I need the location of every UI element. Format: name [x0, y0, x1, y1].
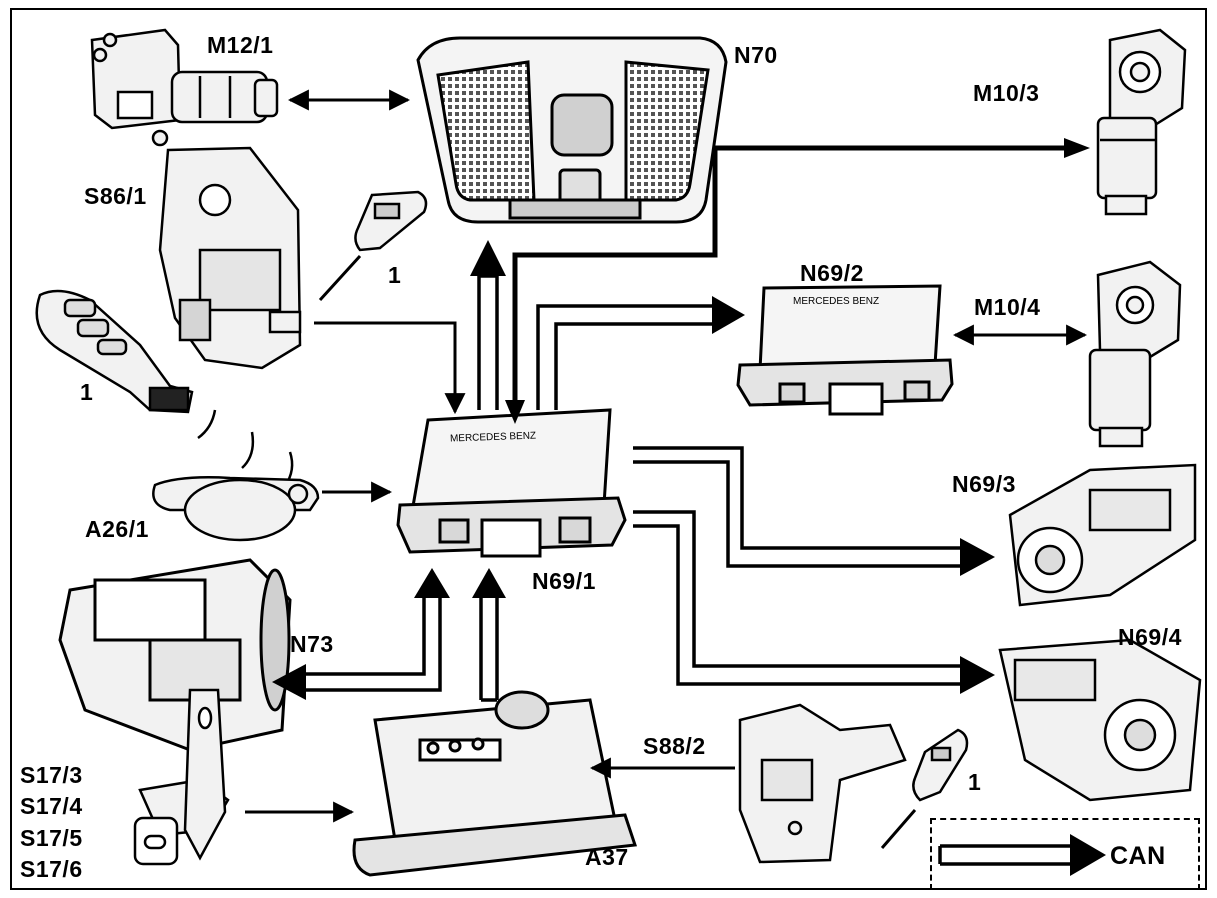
label-n69-3: N69/3 [952, 471, 1016, 497]
a26-1-door-handle-drawing [152, 476, 320, 542]
can-arrow-n69-1-n70 [477, 274, 499, 410]
label-n69-2: N69/2 [800, 260, 864, 286]
can-arrow-a37-n69-1 [479, 598, 499, 702]
arrow-s86-1-n69-1 [314, 321, 466, 415]
n70-overhead-panel-drawing [416, 36, 728, 224]
legend-can-label: CAN [1110, 842, 1166, 870]
label-a37: A37 [585, 844, 629, 870]
line-n69-1-m10-3 [505, 138, 1090, 424]
thin-arrows [245, 89, 1088, 823]
label-a26-1: A26/1 [85, 516, 149, 542]
label-n73: N73 [290, 631, 334, 657]
label-s88-2: S88/2 [643, 733, 706, 759]
label-key-left: 1 [80, 379, 94, 405]
label-s17-3: S17/3 [20, 762, 83, 788]
n73-ignition-switch-drawing [58, 558, 292, 752]
key-fob-left-drawing [35, 289, 194, 414]
label-m10-4: M10/4 [974, 294, 1041, 320]
key-top-drawing [318, 190, 428, 302]
m10-3-motor-drawing [1096, 28, 1187, 216]
label-m10-3: M10/3 [973, 80, 1040, 106]
m10-4-motor-drawing [1088, 260, 1182, 448]
diagram-frame [10, 8, 1207, 890]
can-arrow-n73-n69-1 [306, 598, 442, 692]
n69-4-motor-drawing [998, 638, 1202, 802]
label-key-right: 1 [968, 769, 982, 795]
can-arrow-n69-1-n69-2 [536, 304, 712, 410]
n69-1-ecu-drawing [396, 408, 627, 558]
s17-door-switch-drawing [133, 688, 230, 866]
label-s86-1: S86/1 [84, 183, 147, 209]
label-s17-6: S17/6 [20, 856, 83, 882]
s88-2-lock-drawing [738, 703, 907, 864]
radio-waves-drawing [197, 409, 294, 487]
label-key-top: 1 [388, 262, 402, 288]
key-right-drawing [880, 728, 969, 849]
a37-pump-drawing [352, 690, 638, 877]
m12-1-actuator-drawing [90, 28, 279, 147]
n69-2-brand-text: MERCEDES BENZ [793, 296, 880, 307]
can-bus-arrows [272, 240, 995, 702]
legend-can-arrow [938, 834, 1106, 876]
n69-3-motor-drawing [1008, 463, 1197, 607]
label-m12-1: M12/1 [207, 32, 274, 58]
label-s17-5: S17/5 [20, 825, 83, 851]
can-arrow-n69-1-n69-4 [633, 510, 960, 686]
label-n69-4: N69/4 [1118, 624, 1182, 650]
label-n70: N70 [734, 42, 778, 68]
legend: CAN [930, 818, 1200, 890]
s86-1-lock-drawing [158, 146, 302, 370]
label-s17-4: S17/4 [20, 793, 83, 819]
label-n69-1: N69/1 [532, 568, 596, 594]
can-arrow-n69-1-n69-3 [633, 446, 960, 568]
n69-2-ecu-drawing [736, 284, 954, 416]
